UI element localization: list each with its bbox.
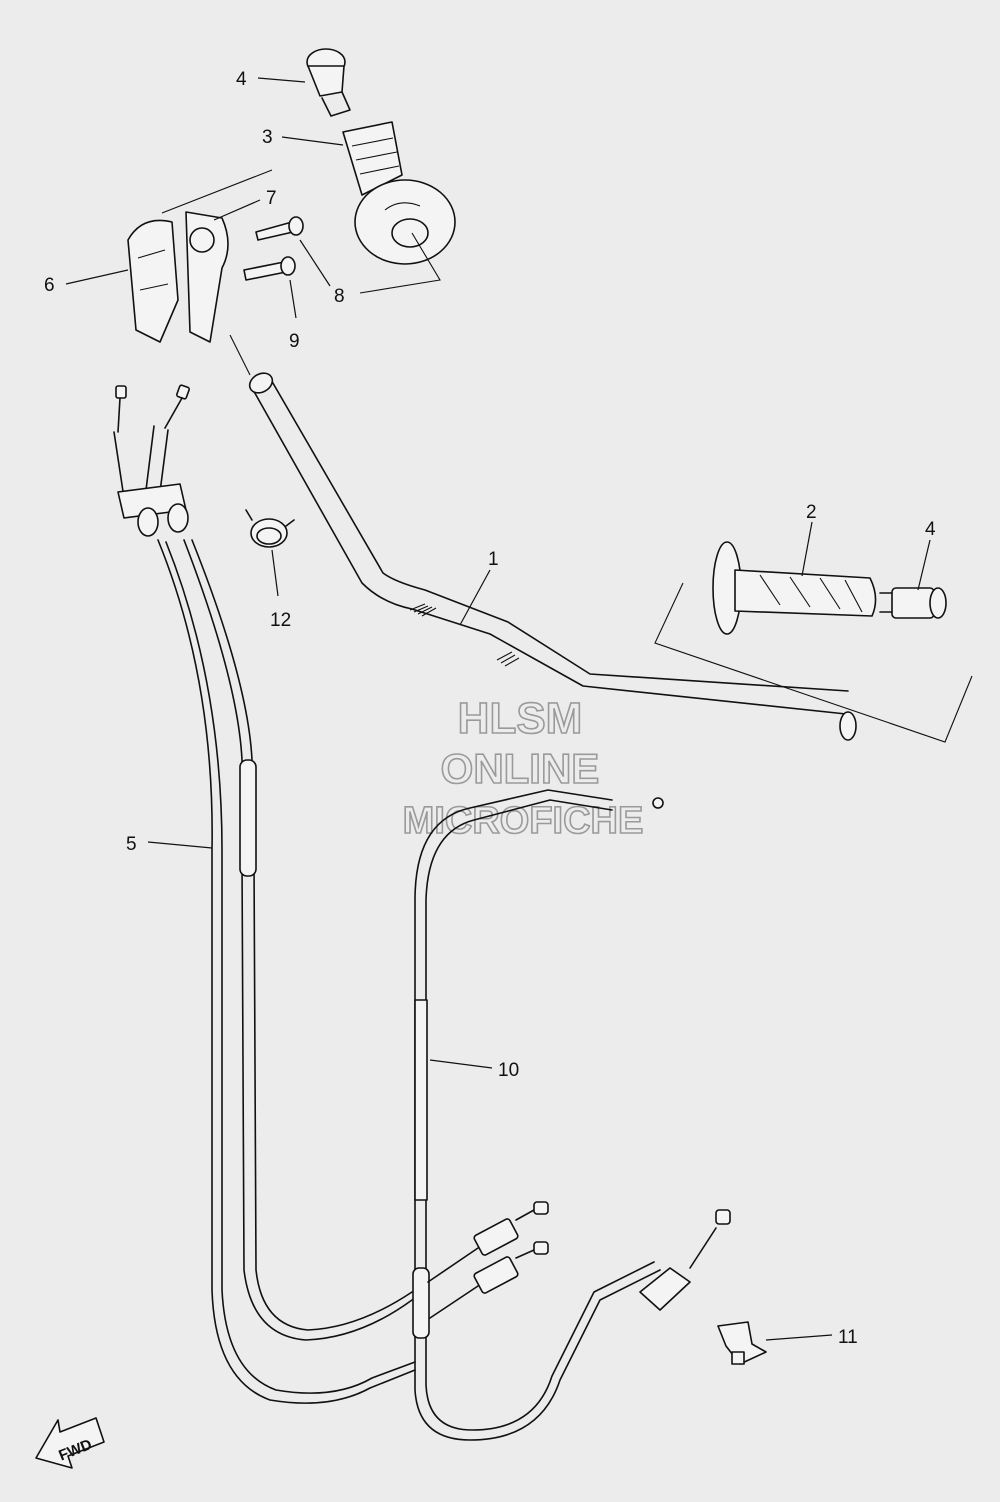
callout-leaders [65,77,931,1341]
throttle-cables[interactable] [113,384,416,1404]
callout-6: 6 [44,275,55,296]
callout-2: 2 [806,502,817,523]
cable-10[interactable] [412,789,664,1441]
fwd-direction-marker: FWD [35,1417,105,1469]
callout-1: 1 [488,549,499,570]
callout-8: 8 [334,286,345,307]
callout-numbers: 1 2 3 4 4 5 6 7 8 9 10 11 12 [44,69,936,1348]
callout-10: 10 [498,1060,519,1081]
callout-12: 12 [270,610,291,631]
callout-5: 5 [126,834,137,855]
watermark-line-2: ONLINE [441,745,600,792]
callout-11: 11 [838,1327,858,1348]
right-grip-assembly[interactable] [654,541,973,743]
left-throttle-grip-assembly[interactable] [161,48,456,294]
cable-clip[interactable] [245,509,295,548]
cable-holder[interactable] [717,1321,767,1365]
lower-cable-adjusters[interactable] [427,1201,731,1319]
forward-arrow-icon [35,1417,105,1469]
callout-7: 7 [266,188,277,209]
callout-4-right: 4 [925,519,936,540]
handlebar[interactable] [246,369,857,741]
callout-4-left: 4 [236,69,247,90]
callout-9: 9 [289,331,300,352]
throttle-housing[interactable] [127,211,304,376]
watermark: HLSM ONLINE MICROFICHE [402,693,644,843]
watermark-line-1: HLSM [458,694,583,743]
callout-3: 3 [262,127,273,148]
